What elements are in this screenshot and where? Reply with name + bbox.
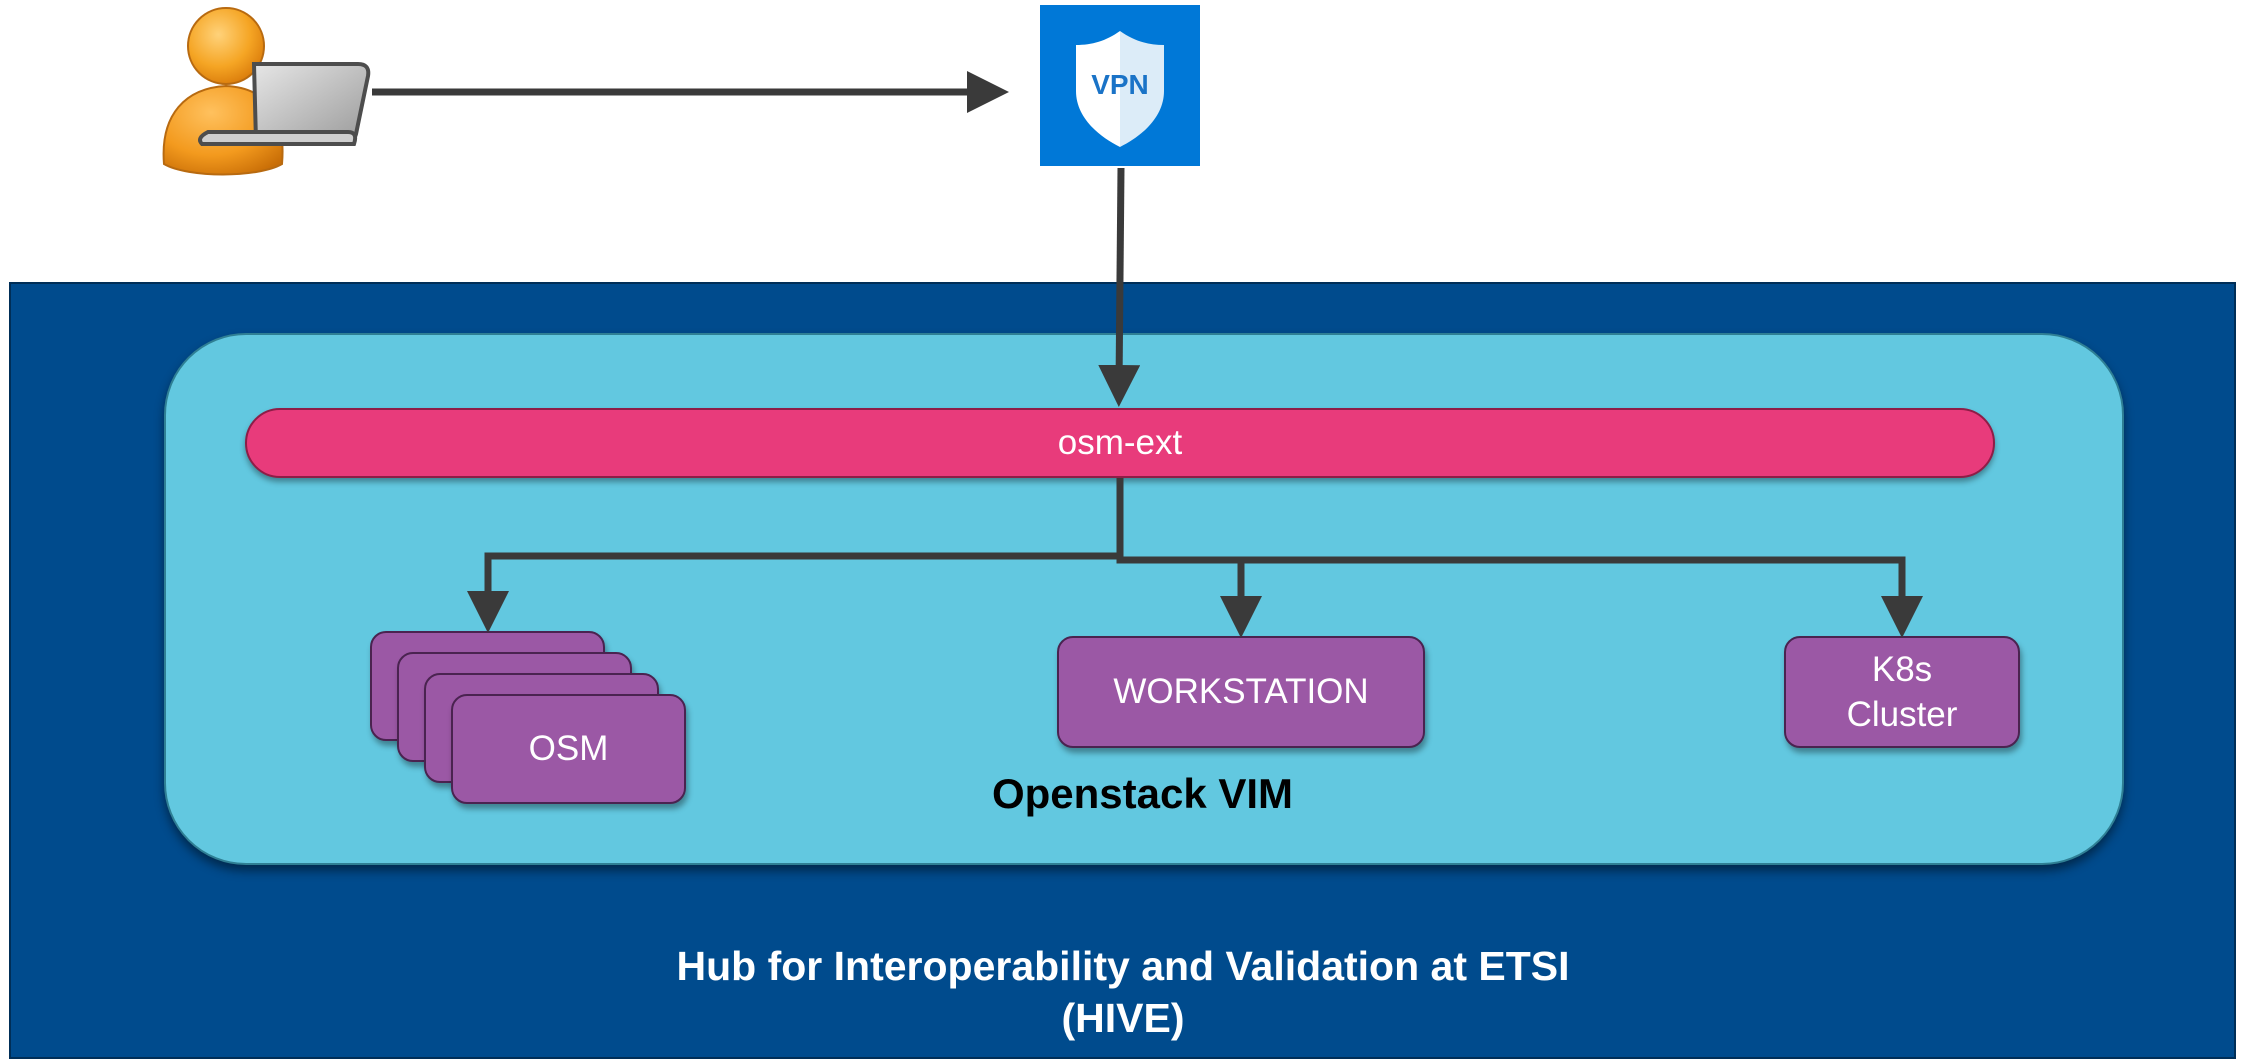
openstack-vim-label: Openstack VIM (991, 770, 1294, 817)
osm-ext-network[interactable]: osm-ext (245, 408, 1995, 478)
vpn-label: VPN (1091, 69, 1149, 100)
user-laptop-icon (158, 4, 380, 182)
osm-ext-to-osm-arrow (467, 478, 1124, 633)
vpn-gateway[interactable]: VPN (1040, 5, 1200, 166)
vpn-to-osm-ext-arrow (1098, 167, 1141, 407)
hive-label-line1: Hub for Interoperability and Validation … (676, 943, 1570, 989)
hive-label: Hub for Interoperability and Validation … (423, 940, 1823, 1044)
osm-ext-to-k8s-arrow (1120, 556, 1923, 638)
osm-ext-to-workstation-arrow (1116, 556, 1262, 638)
osm-node[interactable]: OSM (451, 694, 686, 804)
hive-label-line2: (HIVE) (1061, 995, 1185, 1041)
vpn-shield-icon: VPN (1076, 31, 1164, 147)
workstation-node[interactable]: WORKSTATION (1057, 636, 1425, 748)
